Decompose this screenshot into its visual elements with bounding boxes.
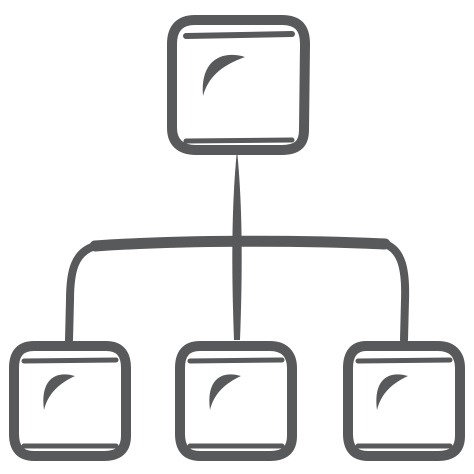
left-drop-line <box>65 242 99 344</box>
child-right-node-icon <box>343 341 465 461</box>
child-left-node-glyph <box>43 374 75 410</box>
child-middle-node-frame <box>175 341 297 461</box>
parent-node-bottom-stroke <box>183 137 295 144</box>
child-right-node-glyph <box>376 374 408 410</box>
connector-lines <box>65 150 410 344</box>
child-left-node-frame <box>9 341 131 461</box>
child-middle-node-icon <box>175 341 297 461</box>
child-left-node-icon <box>9 341 131 461</box>
child-left-node-top-stroke <box>21 357 119 364</box>
child-middle-node-glyph <box>209 374 241 410</box>
parent-node-inner-frame <box>183 31 295 39</box>
parent-node-frame <box>167 15 310 155</box>
parent-node-icon <box>167 15 310 155</box>
parent-node-glyph <box>202 54 245 96</box>
child-middle-node-top-stroke <box>187 357 285 364</box>
child-right-node-top-stroke <box>355 357 453 364</box>
child-right-node-frame <box>343 341 465 461</box>
horizontal-connector <box>89 235 391 252</box>
right-drop-line <box>381 240 410 344</box>
